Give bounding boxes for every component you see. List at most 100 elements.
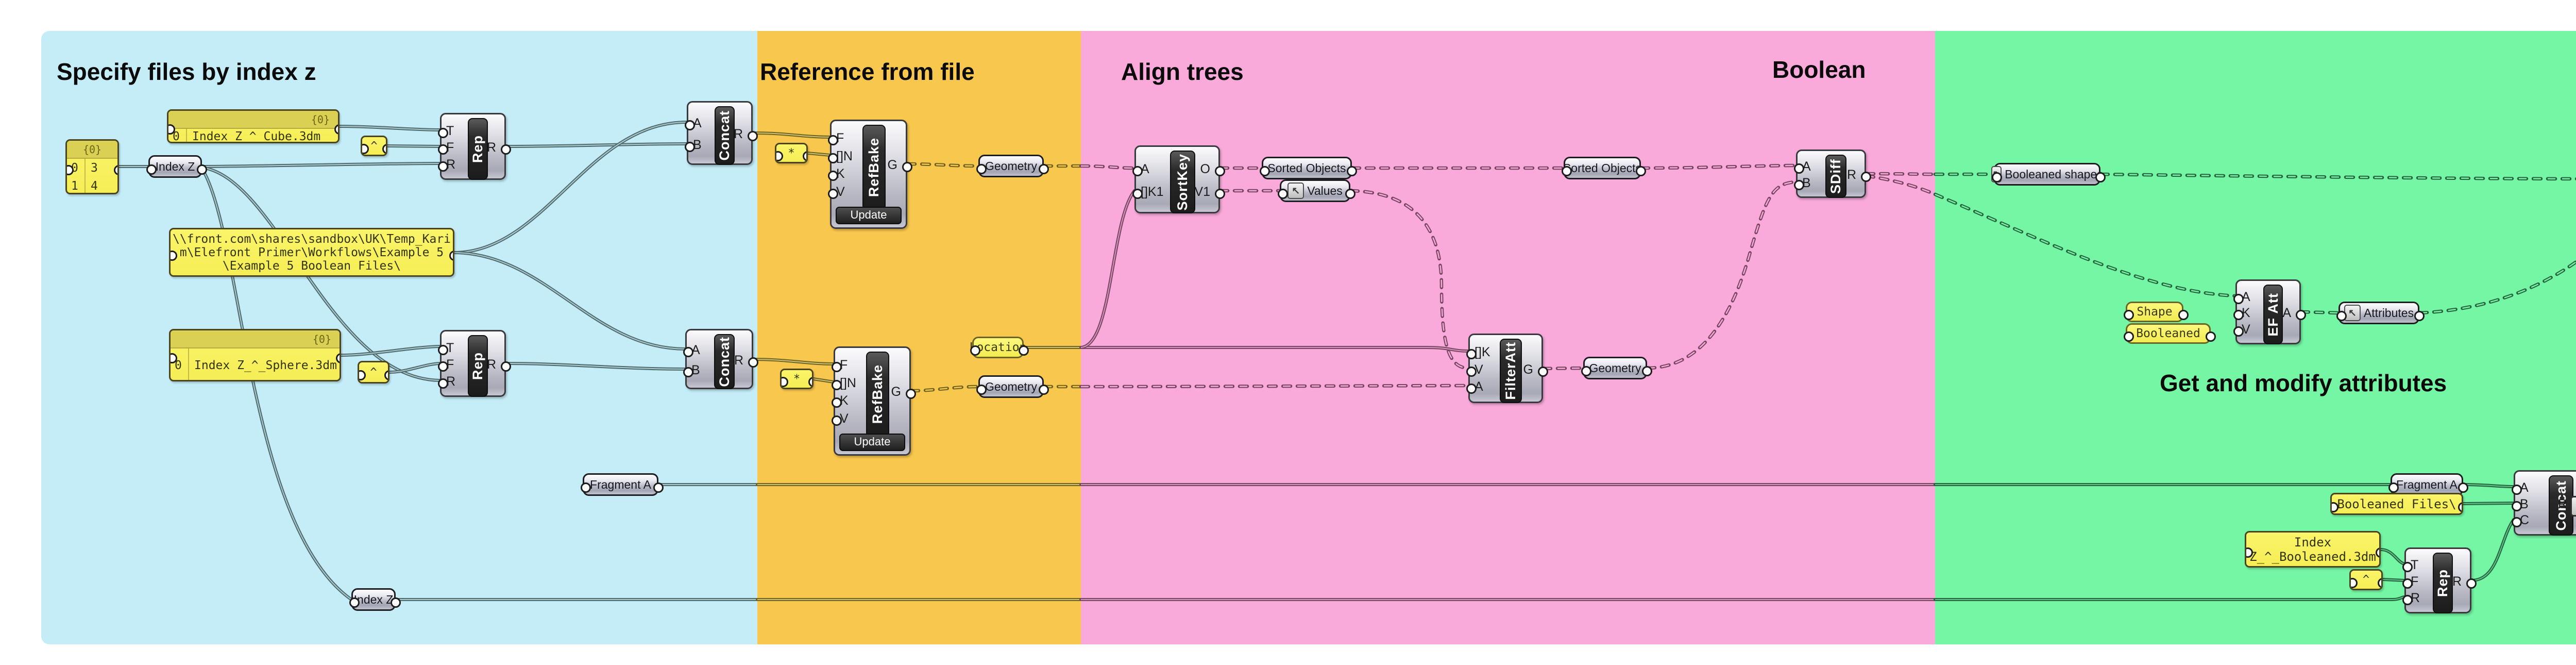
sdiff-input-A[interactable]: A	[1802, 159, 1811, 174]
panel-caret-2-input-socket[interactable]	[359, 370, 366, 380]
ef-att-input-V[interactable]: V	[2242, 322, 2250, 337]
sdiff-input-B[interactable]: B	[1802, 175, 1811, 190]
panel-star-1-output-socket[interactable]	[803, 151, 806, 161]
ef-att-input-A[interactable]: A	[2242, 289, 2250, 304]
rep-3-output-socket[interactable]	[2466, 578, 2477, 589]
concat-2-input-A[interactable]: A	[691, 343, 700, 357]
sortkey-output-socket[interactable]	[1215, 189, 1225, 199]
refbake-2-input-V[interactable]: V	[840, 411, 849, 426]
panel-star-2-input-socket[interactable]	[782, 377, 788, 387]
rep-2-input-F[interactable]: F	[446, 357, 454, 372]
panel-booleaned-key-input-socket[interactable]	[2124, 331, 2134, 342]
filteratt-input-A[interactable]: A	[1475, 379, 1483, 394]
rep-2-output-socket[interactable]	[501, 361, 511, 372]
relay-index-z-bottom-input-socket[interactable]	[349, 597, 360, 608]
param-location-input-socket[interactable]	[970, 345, 980, 356]
param-geometry-1-input-socket[interactable]	[976, 164, 987, 174]
param-sorted-objects-1[interactable]: Sorted Objects	[1260, 157, 1357, 179]
rep-1-output-socket[interactable]	[501, 144, 511, 155]
panel-booleaned-key[interactable]: Booleaned	[2124, 323, 2216, 344]
sortkey-input-A[interactable]: A	[1141, 162, 1149, 176]
sortkey-output-V1[interactable]: V1	[1194, 185, 1210, 199]
filteratt-output-socket[interactable]	[1538, 366, 1548, 377]
refbake-1-input-N[interactable]: []N	[836, 148, 853, 163]
panel-caret-1[interactable]: ^	[361, 136, 387, 156]
rep-3-input-R[interactable]: R	[2411, 591, 2420, 605]
param-fragment-a-1-input-socket[interactable]	[581, 483, 591, 493]
concat-1-output-R[interactable]: R	[733, 127, 743, 141]
filteratt-output-G[interactable]: G	[1523, 362, 1533, 377]
concat-1-input-B[interactable]: B	[693, 137, 702, 152]
panel-index-booleaned-input-socket[interactable]	[2246, 547, 2253, 558]
refbake-2-input-K[interactable]: K	[840, 393, 849, 408]
panel-booleaned-files[interactable]: Booleaned Files\	[2330, 493, 2463, 515]
relay-index-z-top-input-socket[interactable]	[146, 164, 157, 175]
filteratt-input-K[interactable]: []K	[1475, 344, 1490, 359]
param-booleaned-shapes-jump-output-socket[interactable]	[2095, 172, 2106, 182]
panel-folder-path-input-socket[interactable]	[171, 250, 177, 261]
param-location-output-socket[interactable]	[1019, 345, 1029, 356]
refbake-1-input-K[interactable]: K	[836, 167, 845, 181]
param-values-output-socket[interactable]	[1345, 189, 1355, 199]
relay-index-z-top-output-socket[interactable]	[197, 164, 207, 175]
panel-index-values-input-socket[interactable]	[67, 164, 74, 175]
refbake-1-output-G[interactable]: G	[887, 158, 897, 172]
refbake-2-input-N[interactable]: []N	[840, 375, 856, 390]
param-geometry-1-output-socket[interactable]	[1039, 164, 1049, 174]
refbake-1-input-F[interactable]: F	[836, 131, 844, 146]
param-booleaned-shapes-jump[interactable]: ↖Booleaned shapes	[1991, 163, 2106, 186]
param-fragment-a-2-output-socket[interactable]	[2458, 483, 2468, 493]
param-fragment-a-2-input-socket[interactable]	[2388, 483, 2399, 493]
concat-3-input-C[interactable]: C	[2520, 513, 2530, 528]
param-attributes-jump-input-socket[interactable]	[2336, 311, 2347, 321]
param-values-input-socket[interactable]	[1278, 189, 1288, 199]
rep-1-input-F[interactable]: F	[446, 140, 454, 155]
param-booleaned-shapes-jump-input-socket[interactable]	[1992, 172, 2002, 182]
param-attributes-jump[interactable]: ↖Attributes	[2336, 302, 2425, 324]
panel-star-1-input-socket[interactable]	[776, 151, 783, 161]
param-geometry-1[interactable]: Geometry	[976, 155, 1049, 177]
concat-1-input-A[interactable]: A	[693, 116, 702, 131]
ef-att-input-socket[interactable]	[2233, 326, 2244, 337]
refbake-1-input-V[interactable]: V	[836, 184, 845, 199]
param-geometry-3-input-socket[interactable]	[1581, 366, 1591, 376]
panel-star-1[interactable]: *	[775, 143, 808, 163]
rep-3-input-T[interactable]: T	[2411, 558, 2419, 572]
param-sorted-objects-1-input-socket[interactable]	[1260, 166, 1270, 176]
panel-booleaned-files-output-socket[interactable]	[2458, 502, 2462, 512]
panel-star-2-output-socket[interactable]	[808, 377, 812, 387]
concat-3-output-R[interactable]: R	[2557, 496, 2567, 511]
refbake-1-update-button[interactable]: Update	[836, 207, 902, 224]
panel-caret-1-input-socket[interactable]	[362, 144, 369, 154]
sortkey-output-socket[interactable]	[1215, 166, 1225, 176]
panel-sphere-name-input-socket[interactable]	[171, 353, 177, 363]
param-fragment-a-1[interactable]: Fragment A	[581, 473, 664, 496]
ef-att-output-socket[interactable]	[2296, 310, 2306, 320]
refbake-2-input-socket[interactable]	[832, 415, 842, 426]
filteratt-input-V[interactable]: V	[1475, 362, 1483, 377]
refbake-2-update-button[interactable]: Update	[839, 434, 905, 451]
sortkey-output-O[interactable]: O	[1200, 162, 1210, 176]
param-attributes-jump-output-socket[interactable]	[2414, 311, 2425, 321]
panel-index-booleaned-output-socket[interactable]	[2376, 547, 2379, 558]
panel-folder-path-output-socket[interactable]	[449, 250, 453, 261]
panel-shape-key[interactable]: Shape	[2124, 302, 2189, 322]
panel-star-2[interactable]: *	[780, 369, 814, 389]
sdiff-output-R[interactable]: R	[1846, 168, 1856, 182]
rep-3-input-F[interactable]: F	[2411, 574, 2419, 589]
refbake-2-output-G[interactable]: G	[891, 385, 901, 399]
refbake-1-input-socket[interactable]	[828, 171, 838, 181]
